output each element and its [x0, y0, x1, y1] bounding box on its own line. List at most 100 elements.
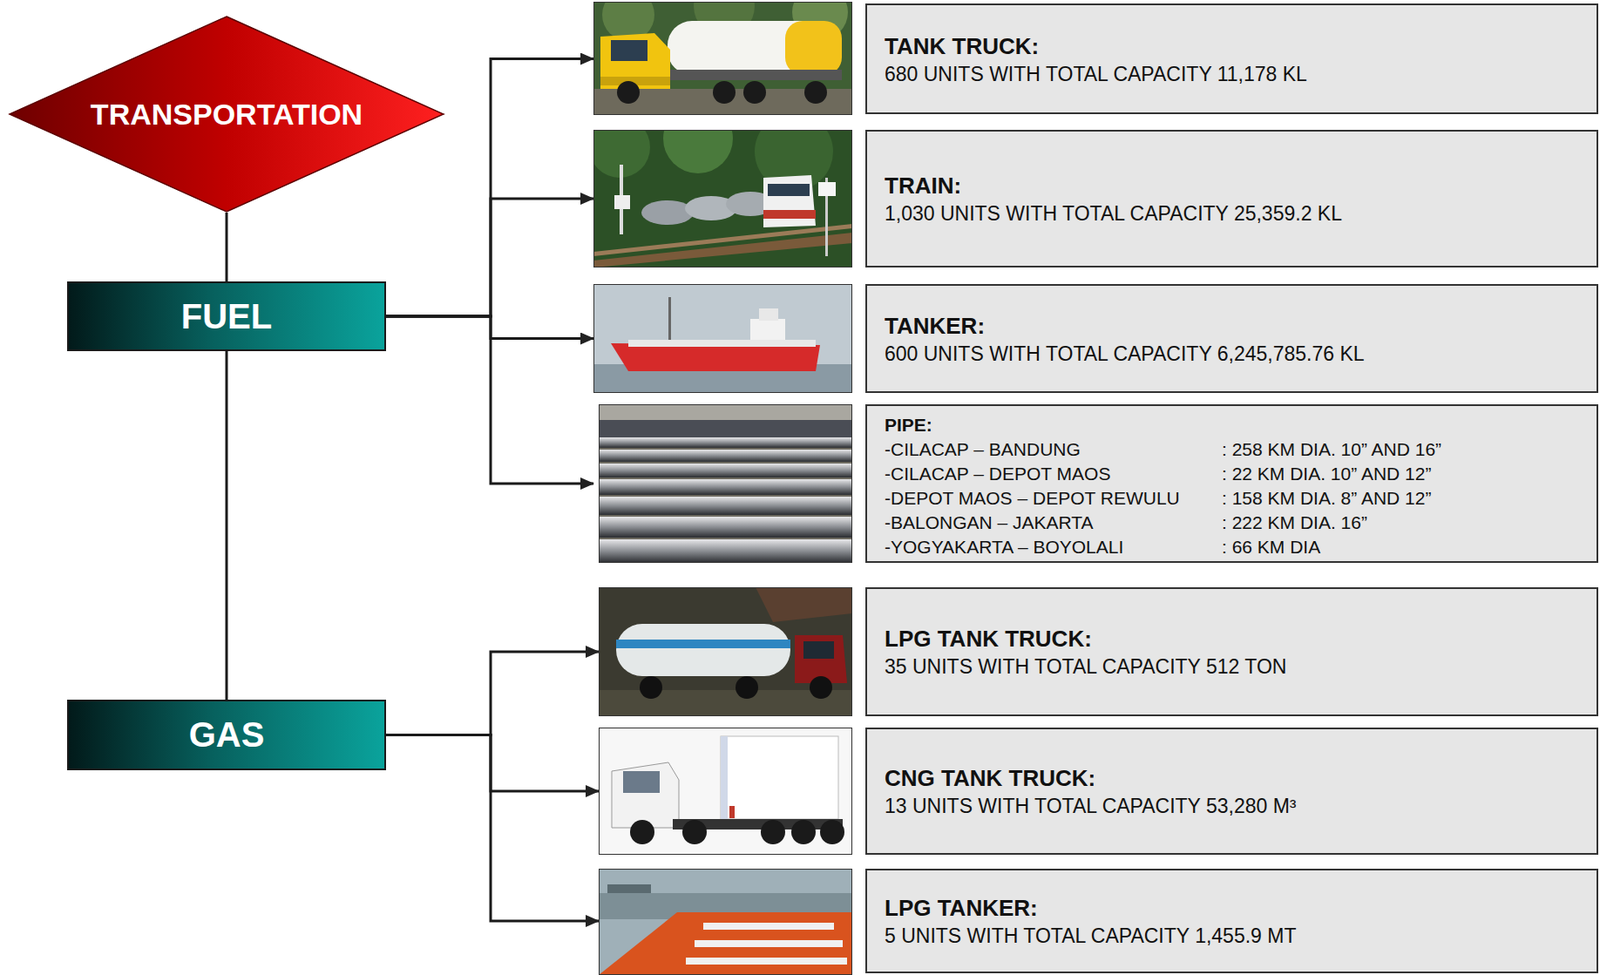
connector — [225, 351, 229, 700]
pipe-spec: : 22 KM DIA. 10” AND 12” — [1221, 461, 1580, 487]
pipe-photo — [598, 404, 853, 563]
photo-part — [599, 869, 853, 975]
photo-part — [593, 284, 853, 394]
connector — [386, 198, 594, 317]
lpg-tanker-photo — [598, 868, 853, 975]
photo-part — [600, 33, 671, 89]
photo-part — [785, 20, 842, 75]
panel-heading: TANK TRUCK: — [884, 31, 1580, 62]
photo-part — [630, 820, 655, 845]
photo-part — [616, 639, 791, 649]
photo-part — [820, 820, 845, 845]
photo-part — [599, 588, 853, 717]
photo-part — [628, 339, 816, 347]
photo-part — [598, 463, 853, 478]
photo-part — [809, 676, 833, 699]
photo-part — [598, 587, 853, 717]
pipe-spec: : 158 KM DIA. 8” AND 12” — [1221, 486, 1580, 511]
connector — [225, 212, 229, 282]
photo-part — [594, 284, 853, 394]
info-panel: TRAIN:1,030 UNITS WITH TOTAL CAPACITY 25… — [865, 129, 1599, 268]
photo-part — [663, 129, 733, 174]
panel-heading: LPG TANK TRUCK: — [884, 623, 1580, 654]
tanker-photo — [593, 284, 853, 394]
mode-row: TANKER:600 UNITS WITH TOTAL CAPACITY 6,2… — [593, 284, 1599, 394]
photo-part — [610, 40, 648, 62]
info-panel: CNG TANK TRUCK:13 UNITS WITH TOTAL CAPAC… — [865, 727, 1599, 855]
category-label: GAS — [189, 715, 265, 755]
photo-part — [694, 940, 843, 948]
photo-part — [668, 297, 672, 346]
pipe-spec: : 222 KM DIA. 16” — [1221, 510, 1580, 536]
photo-part — [598, 912, 853, 975]
connector — [386, 735, 599, 923]
pipe-route: -YOGYAKARTA – BOYOLALI — [884, 535, 1222, 560]
photo-part — [794, 635, 848, 684]
photo-part — [599, 728, 853, 855]
panel-heading: CNG TANK TRUCK: — [884, 763, 1580, 794]
photo-part — [598, 516, 853, 538]
photo-part — [818, 182, 836, 197]
pipe-spec: : 66 KM DIA — [1221, 535, 1580, 560]
diamond-outline — [9, 16, 444, 212]
panel-body: 680 UNITS WITH TOTAL CAPACITY 11,178 KL — [884, 61, 1580, 88]
lpg-truck-photo — [598, 587, 853, 717]
train-photo — [593, 129, 853, 268]
photo-part — [685, 957, 848, 965]
connector — [386, 59, 594, 318]
info-panel: TANKER:600 UNITS WITH TOTAL CAPACITY 6,2… — [865, 284, 1599, 394]
pipe-spec: : 258 KM DIA. 10” AND 16” — [1221, 437, 1580, 462]
info-panel: PIPE:-CILACAP – BANDUNG: 258 KM DIA. 10”… — [865, 404, 1599, 563]
cng-truck-photo — [598, 727, 853, 855]
photo-part — [598, 868, 853, 975]
info-panel: LPG TANK TRUCK:35 UNITS WITH TOTAL CAPAC… — [865, 587, 1599, 717]
connector — [386, 316, 594, 484]
photo-part — [598, 496, 853, 516]
info-panel: TANK TRUCK:680 UNITS WITH TOTAL CAPACITY… — [865, 3, 1599, 115]
photo-part — [804, 81, 828, 104]
photo-part — [594, 2, 853, 116]
photo-part — [729, 806, 735, 819]
pipe-table: -CILACAP – BANDUNG: 258 KM DIA. 10” AND … — [884, 437, 1580, 560]
panel-body: 1,030 UNITS WITH TOTAL CAPACITY 25,359.2… — [884, 200, 1580, 227]
connector — [386, 735, 599, 793]
mode-row: LPG TANK TRUCK:35 UNITS WITH TOTAL CAPAC… — [598, 587, 1599, 717]
category-box: FUEL — [67, 281, 387, 352]
panel-body: 13 UNITS WITH TOTAL CAPACITY 53,280 M³ — [884, 793, 1580, 820]
photo-part — [763, 175, 816, 228]
photo-part — [598, 727, 853, 855]
photo-part — [735, 676, 759, 699]
photo-part — [667, 20, 842, 75]
pipe-route: -BALONGAN – JAKARTA — [884, 510, 1222, 536]
photo-part — [598, 539, 853, 563]
photo-part — [616, 81, 640, 104]
photo-part — [682, 820, 707, 845]
photo-part — [598, 479, 853, 495]
photo-part — [763, 210, 816, 219]
photo-part — [791, 820, 816, 845]
photo-part — [703, 922, 834, 930]
panel-heading: TRAIN: — [884, 170, 1580, 201]
pipe-route: -CILACAP – BANDUNG — [884, 437, 1222, 462]
photo-part — [611, 762, 679, 828]
photo-part — [767, 183, 810, 197]
category-label: FUEL — [181, 297, 272, 337]
photo-part — [720, 736, 839, 820]
photo-part — [759, 308, 779, 321]
mode-row: TRAIN:1,030 UNITS WITH TOTAL CAPACITY 25… — [593, 129, 1599, 268]
panel-heading: PIPE: — [884, 413, 1580, 438]
connector — [386, 651, 599, 736]
photo-part — [641, 200, 694, 225]
mode-row: PIPE:-CILACAP – BANDUNG: 258 KM DIA. 10”… — [593, 404, 1599, 563]
photo-part — [593, 223, 853, 257]
mode-row: CNG TANK TRUCK:13 UNITS WITH TOTAL CAPAC… — [598, 727, 1599, 855]
photo-part — [598, 404, 853, 421]
photo-part — [720, 736, 728, 820]
photo-part — [607, 884, 651, 894]
photo-part — [598, 404, 853, 563]
photo-part — [743, 81, 767, 104]
photo-part — [598, 420, 853, 438]
photo-part — [712, 81, 736, 104]
panel-body: 5 UNITS WITH TOTAL CAPACITY 1,455.9 MT — [884, 922, 1580, 950]
